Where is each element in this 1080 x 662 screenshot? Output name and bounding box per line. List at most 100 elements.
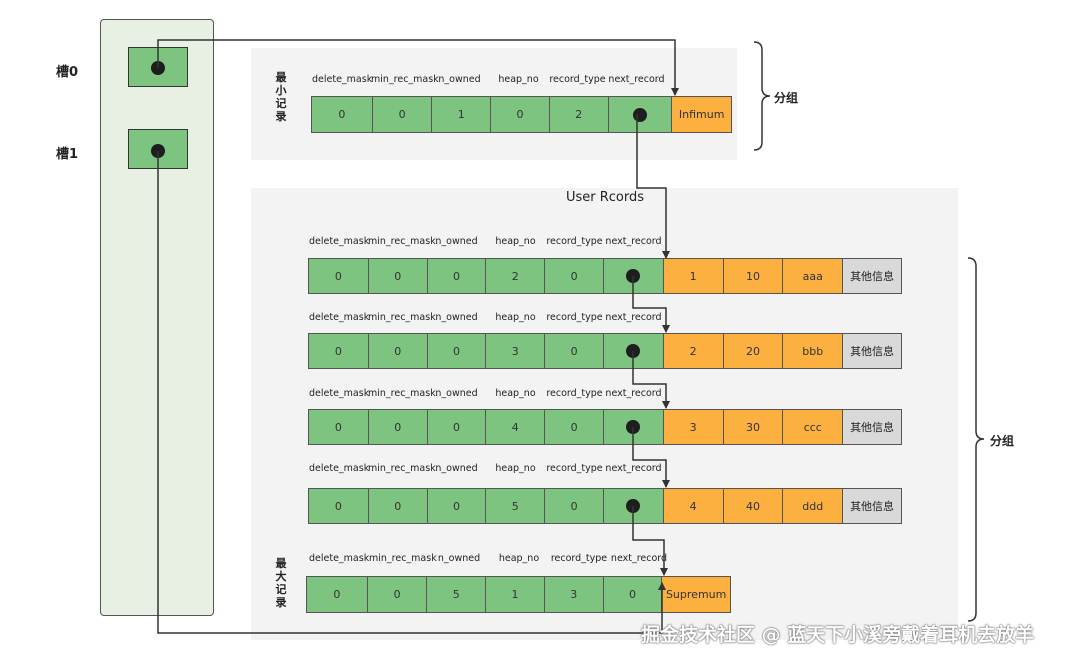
header-min-rec-mask: min_rec_mask xyxy=(369,553,437,564)
record-text: ddd xyxy=(782,489,843,523)
header-n-owned: n_owned xyxy=(437,553,481,564)
record-heap-no: 3 xyxy=(485,334,545,368)
record-n-owned: 0 xyxy=(426,489,486,523)
record-id: 4 xyxy=(662,489,723,523)
header-record-type: record_type xyxy=(546,388,603,399)
record-record-type: 0 xyxy=(544,259,603,293)
record-value: 40 xyxy=(722,489,783,523)
record-text: bbb xyxy=(782,334,843,368)
header-record-type: record_type xyxy=(546,463,603,474)
header-delete-mask: delete_mask xyxy=(309,553,370,564)
header-min-rec-mask: min_rec_mask xyxy=(368,388,436,399)
header-delete-mask: delete_mask xyxy=(309,312,370,323)
header-record-type: record_type xyxy=(546,312,603,323)
record-heap-no: 5 xyxy=(485,489,545,523)
header-next-record: next_record xyxy=(610,553,668,564)
header-next-record: next_record xyxy=(605,463,662,474)
record-delete-mask: 0 xyxy=(309,334,368,368)
group-brace-bottom xyxy=(967,257,985,622)
header-next-record: next_record xyxy=(605,312,662,323)
record-heap-no: 4 xyxy=(485,410,545,444)
record-min-rec-mask: 0 xyxy=(367,489,427,523)
supremum-n-owned: 5 xyxy=(426,577,486,612)
infimum-heap-no: 0 xyxy=(490,97,549,132)
header-min-rec-mask: min_rec_mask xyxy=(371,74,439,85)
header-n-owned: n_owned xyxy=(435,388,478,399)
supremum-name: Supremum xyxy=(661,577,730,612)
slot-0-label: 槽0 xyxy=(56,65,79,80)
record-min-rec-mask: 0 xyxy=(367,259,427,293)
record-value: 10 xyxy=(722,259,783,293)
header-record-type: record_type xyxy=(546,236,603,247)
record-n-owned: 0 xyxy=(426,334,486,368)
header-heap-no: heap_no xyxy=(495,312,536,323)
slot-1-pointer-dot xyxy=(151,144,165,158)
header-heap-no: heap_no xyxy=(498,74,539,85)
header-delete-mask: delete_mask xyxy=(312,74,373,85)
supremum-min-rec-mask: 0 xyxy=(366,577,427,612)
pointer-dot xyxy=(626,499,641,513)
record-extra-info: 其他信息 xyxy=(842,489,901,523)
user-records-title: User Rcords xyxy=(565,190,645,205)
record-id: 2 xyxy=(662,334,723,368)
supremum-side-label: 最大记录 xyxy=(275,557,287,609)
record-value: 20 xyxy=(722,334,783,368)
header-delete-mask: delete_mask xyxy=(309,463,370,474)
pointer-dot xyxy=(632,107,647,122)
record-n-owned: 0 xyxy=(426,259,486,293)
pointer-dot xyxy=(626,344,641,358)
slot-0-pointer-dot xyxy=(151,61,165,75)
group-label-top: 分组 xyxy=(774,91,799,105)
record-min-rec-mask: 0 xyxy=(367,410,427,444)
record-next-record xyxy=(602,489,663,523)
supremum-next-record: 0 xyxy=(602,577,662,612)
header-min-rec-mask: min_rec_mask xyxy=(368,312,436,323)
supremum-heap-no: 1 xyxy=(485,577,544,612)
record-id: 1 xyxy=(662,259,723,293)
header-heap-no: heap_no xyxy=(495,388,536,399)
supremum-delete-mask: 0 xyxy=(307,577,367,612)
record-extra-info: 其他信息 xyxy=(842,334,901,368)
header-next-record: next_record xyxy=(608,74,665,85)
infimum-record: 0 0 1 0 2 Infimum xyxy=(311,96,732,133)
group-brace-top xyxy=(753,41,771,151)
header-n-owned: n_owned xyxy=(438,74,481,85)
record-heap-no: 2 xyxy=(485,259,545,293)
header-next-record: next_record xyxy=(605,236,662,247)
header-n-owned: n_owned xyxy=(435,236,478,247)
record-text: aaa xyxy=(782,259,843,293)
record-delete-mask: 0 xyxy=(309,410,368,444)
header-record-type: record_type xyxy=(549,74,606,85)
header-min-rec-mask: min_rec_mask xyxy=(368,236,436,247)
record-delete-mask: 0 xyxy=(309,259,368,293)
header-next-record: next_record xyxy=(605,388,662,399)
record-record-type: 0 xyxy=(544,489,603,523)
record-value: 30 xyxy=(722,410,783,444)
header-record-type: record_type xyxy=(550,553,608,564)
record-text: ccc xyxy=(782,410,843,444)
group-label-bottom: 分组 xyxy=(990,434,1015,448)
infimum-min-rec-mask: 0 xyxy=(371,97,432,132)
supremum-record-type: 3 xyxy=(543,577,603,612)
header-min-rec-mask: min_rec_mask xyxy=(368,463,436,474)
header-heap-no: heap_no xyxy=(498,553,540,564)
infimum-record-type: 2 xyxy=(548,97,608,132)
record-record-type: 0 xyxy=(544,410,603,444)
header-delete-mask: delete_mask xyxy=(309,236,370,247)
record-delete-mask: 0 xyxy=(309,489,368,523)
watermark: 掘金技术社区 @ 蓝天下小溪旁戴着耳机去放羊 xyxy=(641,624,1035,646)
infimum-name: Infimum xyxy=(671,97,731,132)
pointer-dot xyxy=(626,269,641,283)
infimum-n-owned: 1 xyxy=(431,97,491,132)
record-id: 3 xyxy=(662,410,723,444)
header-heap-no: heap_no xyxy=(495,463,536,474)
record-next-record xyxy=(602,334,663,368)
slot-1-label: 槽1 xyxy=(56,147,79,162)
record-min-rec-mask: 0 xyxy=(367,334,427,368)
pointer-dot xyxy=(626,420,641,434)
record-n-owned: 0 xyxy=(426,410,486,444)
